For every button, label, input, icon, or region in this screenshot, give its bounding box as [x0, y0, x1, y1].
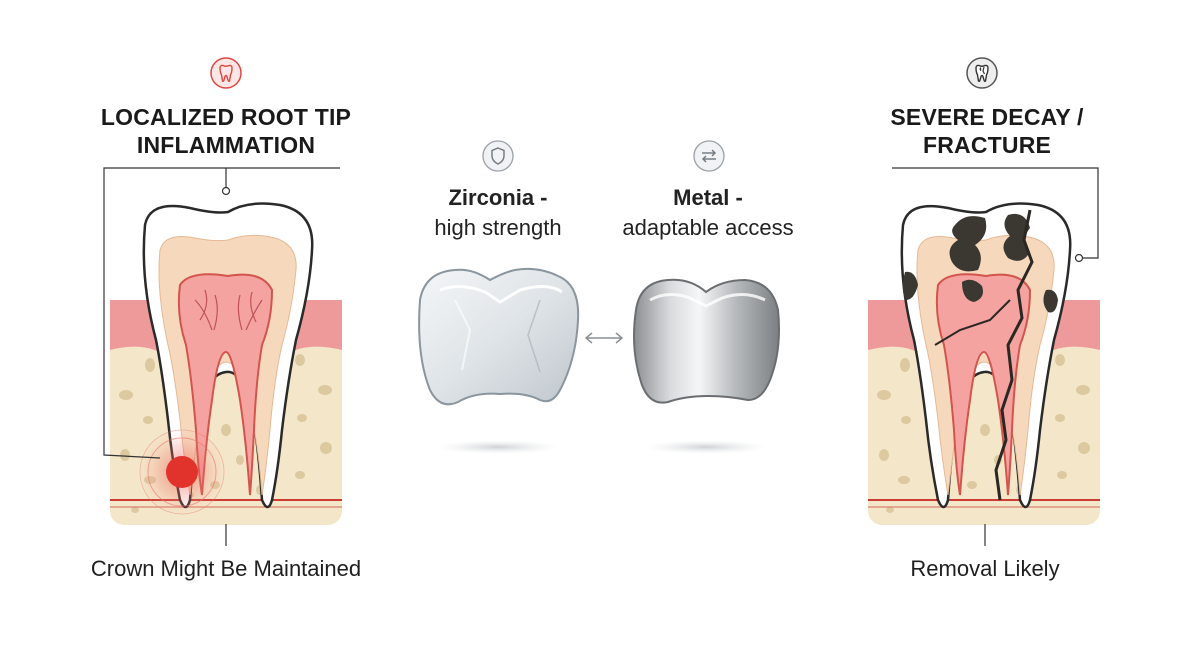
right-tooth-illustration	[868, 167, 1100, 546]
left-tooth-illustration	[103, 167, 342, 546]
zirconia-label: Zirconia - high strength	[398, 183, 598, 243]
decayed-tooth-icon	[965, 56, 999, 90]
zirconia-crown	[418, 267, 580, 454]
tooth-icon	[209, 56, 243, 90]
right-heading: SEVERE DECAY / FRACTURE	[858, 103, 1116, 159]
metal-title: Metal -	[673, 185, 743, 210]
left-heading: LOCALIZED ROOT TIP INFLAMMATION	[88, 103, 364, 159]
right-heading-line2: FRACTURE	[922, 132, 1052, 158]
left-heading-line1: LOCALIZED ROOT TIP	[100, 104, 352, 130]
right-heading-line1: SEVERE DECAY /	[890, 104, 1084, 130]
swap-arrows-icon	[692, 139, 726, 173]
double-arrow-icon	[584, 332, 624, 344]
metal-subtitle: adaptable access	[622, 215, 794, 240]
metal-label: Metal - adaptable access	[598, 183, 818, 243]
right-caption: Removal Likely	[910, 556, 1060, 581]
shield-icon	[481, 139, 515, 173]
metal-crown	[633, 278, 780, 454]
left-caption: Crown Might Be Maintained	[90, 556, 362, 581]
left-heading-line2: INFLAMMATION	[136, 132, 316, 158]
zirconia-subtitle: high strength	[434, 215, 562, 240]
zirconia-title: Zirconia -	[448, 185, 548, 210]
